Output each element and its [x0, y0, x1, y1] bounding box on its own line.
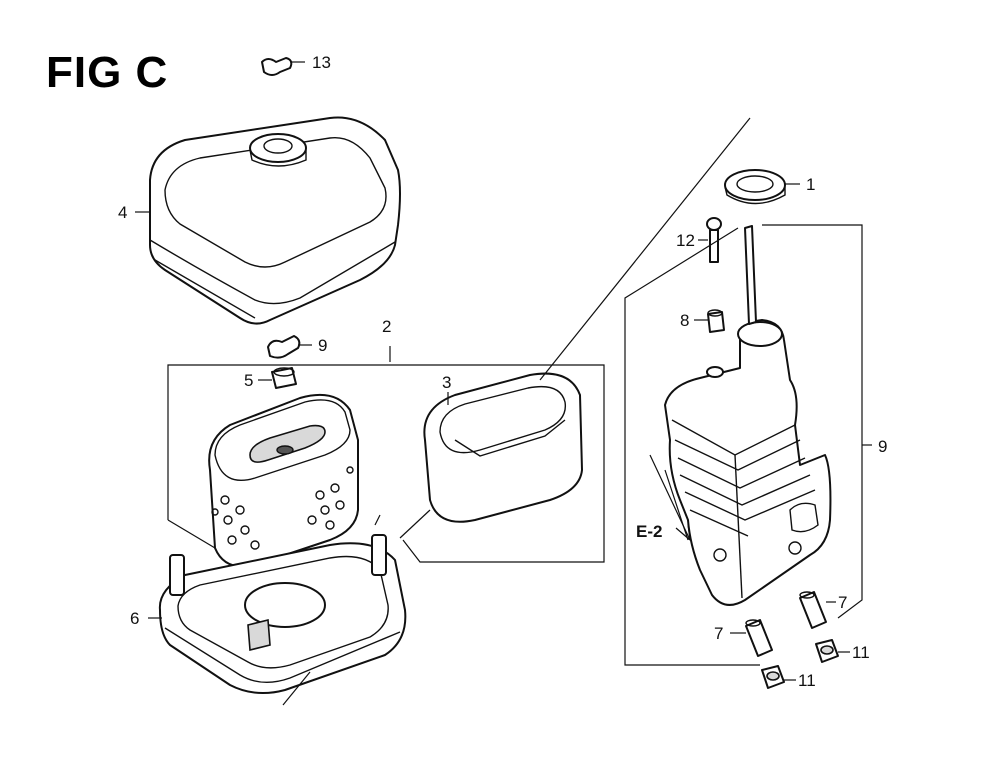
callout-9: 9: [878, 437, 887, 456]
paper-filter-element: [208, 394, 359, 568]
foam-filter-element: [423, 372, 583, 523]
assembly-bracket-9: [624, 224, 872, 666]
callout-11-right: 11: [852, 643, 870, 662]
pin-7-right: [799, 591, 827, 629]
intake-elbow-assembly: [664, 225, 832, 606]
callout-8: 8: [680, 311, 689, 330]
callout-4: 4: [118, 203, 127, 222]
wing-nut-top: [261, 57, 293, 76]
callout-12: 12: [676, 231, 695, 250]
seal-ring: [724, 169, 786, 205]
wing-nut-middle: [267, 335, 301, 359]
callout-1: 1: [806, 175, 815, 194]
filter-nut: [271, 367, 297, 389]
callout-13: 13: [312, 53, 331, 72]
e2-reference-arrows: [649, 454, 691, 541]
callout-3: 3: [442, 373, 451, 392]
collar-8: [707, 309, 725, 333]
bolt-12: [706, 217, 722, 263]
figure-title: FIG C: [46, 48, 169, 97]
nut-11-right: [815, 639, 839, 663]
callout-11-left: 11: [798, 671, 816, 690]
air-cleaner-base: [158, 534, 407, 695]
air-cleaner-cover: [149, 116, 401, 325]
callout-2: 2: [382, 317, 391, 336]
callout-7-right: 7: [838, 593, 847, 612]
leader-lines: [135, 61, 850, 681]
callout-6: 6: [130, 609, 139, 628]
pin-7-left: [745, 619, 773, 657]
callout-10: 9: [318, 336, 327, 355]
callout-7-left: 7: [714, 624, 723, 643]
callout-e2: E-2: [636, 522, 662, 541]
nut-11-left: [761, 665, 785, 689]
callout-labels: 13 4 9 2 5 3 6 1 12 8 9 7 7 11 11 E-2: [118, 53, 887, 690]
assembly-bracket-2: [167, 117, 751, 706]
callout-5: 5: [244, 371, 253, 390]
